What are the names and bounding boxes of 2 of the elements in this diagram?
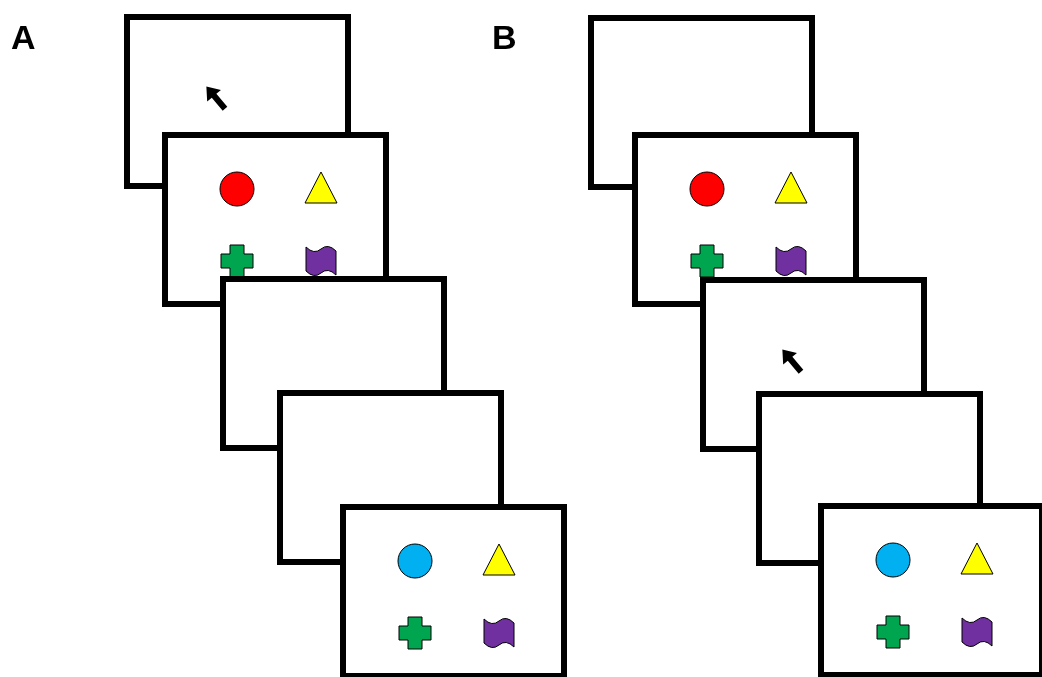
panel-label: B (492, 20, 517, 54)
panel-label: A (11, 20, 36, 54)
